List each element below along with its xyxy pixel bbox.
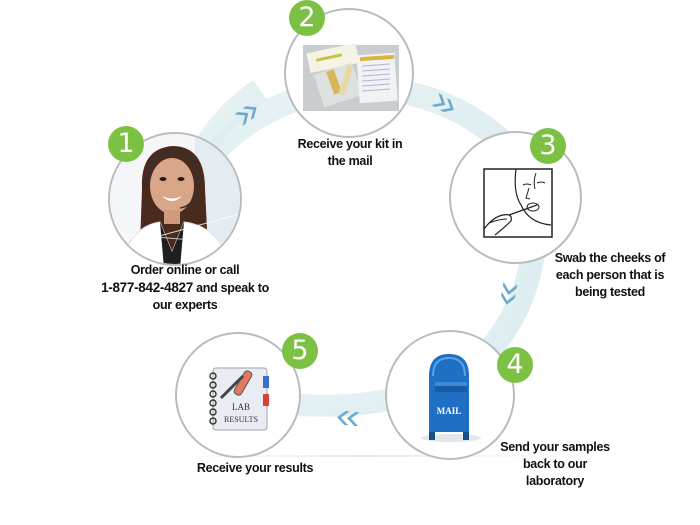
step-2-circle bbox=[284, 8, 414, 138]
cheek-swab-image bbox=[483, 168, 553, 238]
step-3-badge: 3 bbox=[530, 128, 566, 164]
step-3-caption-line: each person that is bbox=[555, 268, 665, 282]
step-5-circle: LAB RESULTS bbox=[175, 332, 301, 458]
step-4-caption-line: Send your samples bbox=[500, 440, 610, 454]
step-2-caption-line: the mail bbox=[327, 154, 373, 168]
step-1-caption-line: 1-877-842-4827 and speak to bbox=[85, 279, 285, 297]
step-4-caption-line: laboratory bbox=[525, 474, 585, 488]
double-chevron-icon bbox=[337, 411, 360, 427]
step-3-caption-line: being tested bbox=[574, 285, 646, 299]
step-1-caption-line: and speak to bbox=[192, 281, 269, 295]
test-kit-image bbox=[303, 43, 399, 111]
double-chevron-icon bbox=[431, 92, 454, 113]
step-5-caption-line: Receive your results bbox=[196, 461, 314, 475]
notebook-label-lab: LAB bbox=[232, 402, 250, 412]
mailbox-label: MAIL bbox=[437, 406, 462, 416]
mailbox-icon: MAIL bbox=[421, 354, 481, 442]
bottom-divider bbox=[170, 455, 560, 457]
step-3-caption-line: Swab the cheeks of bbox=[554, 251, 666, 265]
notebook-label-results: RESULTS bbox=[224, 415, 258, 424]
lab-results-notebook-icon: LAB RESULTS bbox=[209, 367, 269, 431]
double-chevron-icon bbox=[501, 281, 518, 305]
step-2-caption: Receive your kit in the mail bbox=[270, 136, 430, 170]
step-1-caption: Order online or call 1-877-842-4827 and … bbox=[85, 262, 285, 314]
step-5-badge: 5 bbox=[282, 333, 318, 369]
step-2-badge: 2 bbox=[289, 0, 325, 36]
phone-number[interactable]: 1-877-842-4827 bbox=[101, 280, 193, 295]
step-1-badge: 1 bbox=[108, 126, 144, 162]
step-1-caption-line: our experts bbox=[152, 298, 218, 312]
step-4-caption: Send your samples back to our laboratory bbox=[485, 439, 625, 490]
step-3-caption: Swab the cheeks of each person that is b… bbox=[540, 250, 680, 301]
step-4-caption-line: back to our bbox=[522, 457, 588, 471]
step-2-caption-line: Receive your kit in bbox=[297, 137, 403, 151]
step-4-badge: 4 bbox=[497, 347, 533, 383]
step-4-circle: MAIL bbox=[385, 330, 515, 460]
step-5-caption: Receive your results bbox=[170, 460, 340, 477]
step-1-caption-line: Order online or call bbox=[130, 263, 240, 277]
double-chevron-icon bbox=[234, 106, 257, 126]
